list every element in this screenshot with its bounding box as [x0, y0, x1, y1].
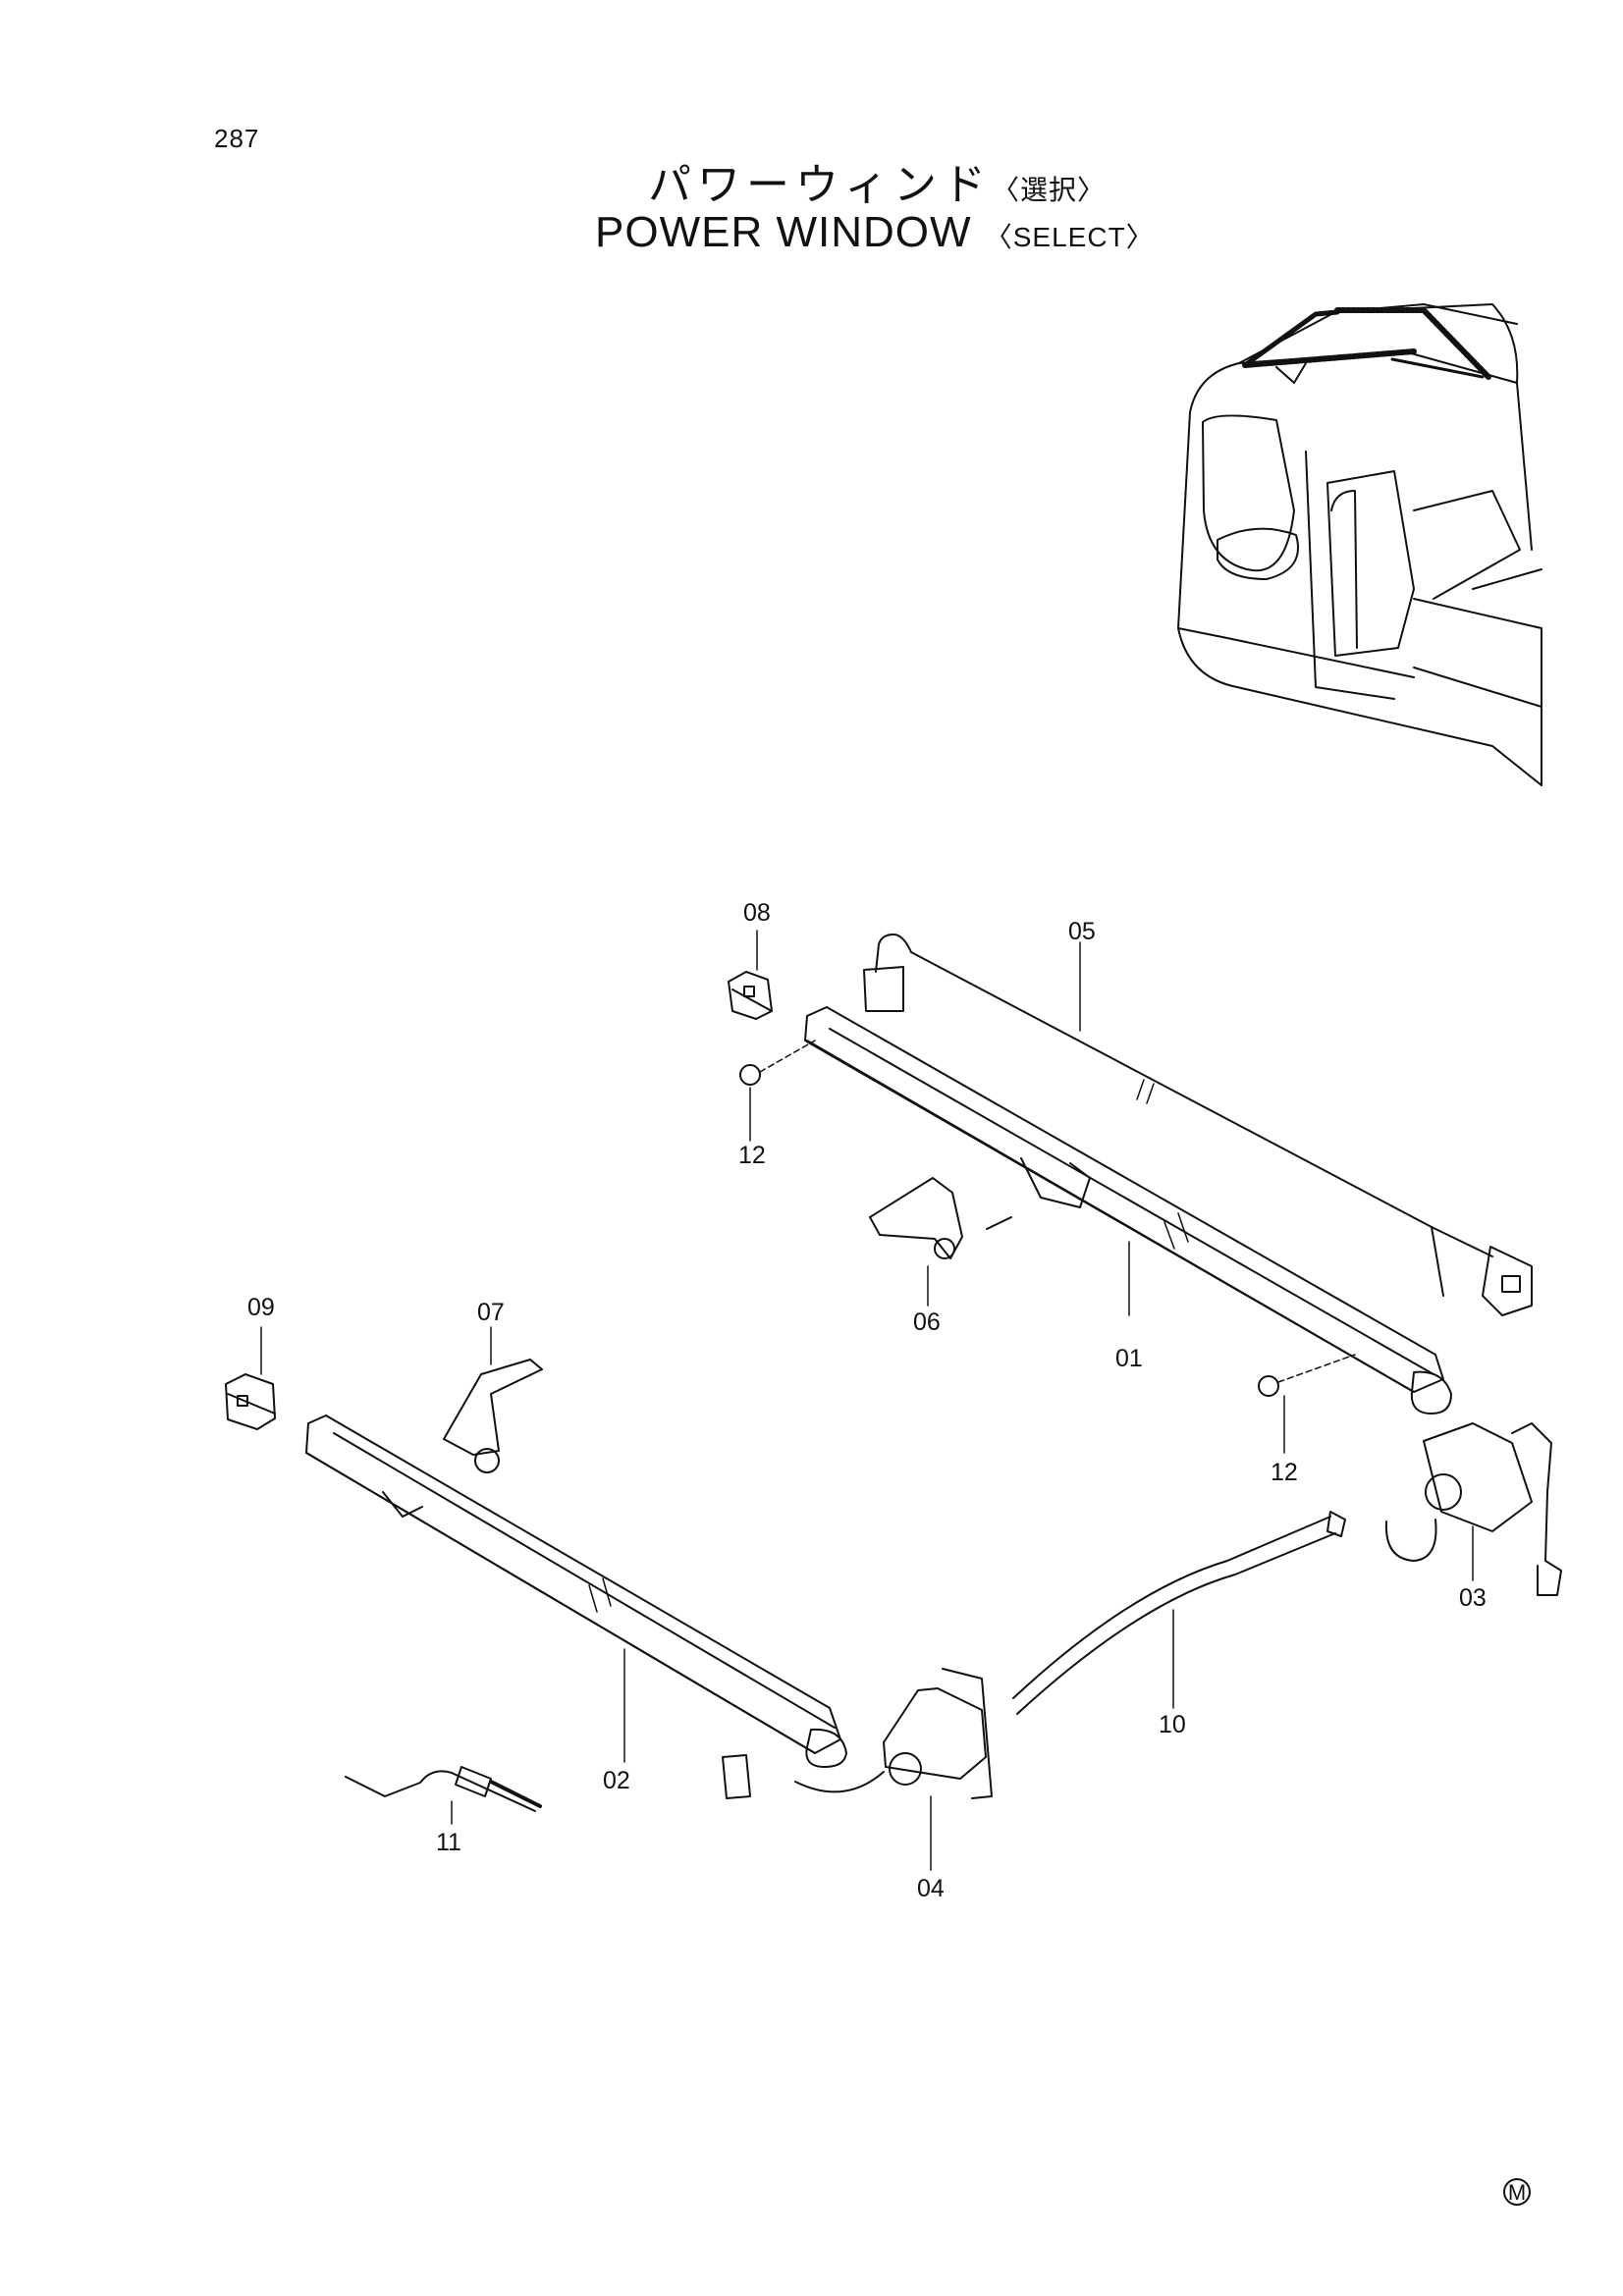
part-label: 11 — [436, 1829, 461, 1856]
title-english-select: 〈SELECT〉 — [984, 222, 1155, 252]
cab-overview-illustration — [1177, 303, 1542, 786]
part-02-rail — [305, 1415, 847, 1768]
part-11-handle — [345, 1766, 542, 1825]
title-japanese-text: パワーウィンド — [648, 160, 992, 210]
part-label: 01 — [1115, 1345, 1143, 1372]
part-04-drive-unit — [722, 1668, 993, 1871]
part-label: 07 — [477, 1299, 505, 1326]
part-labels: 08 05 12 06 01 09 07 12 03 10 02 11 04 — [247, 899, 1487, 1902]
title-english-text: POWER WINDOW — [595, 208, 972, 256]
part-label: 10 — [1159, 1711, 1186, 1738]
title-japanese-select: 〈選択〉 — [992, 174, 1107, 206]
title-english: POWER WINDOW 〈SELECT〉 — [595, 208, 1155, 257]
part-08-bracket — [728, 930, 773, 1020]
corner-mark: M — [1503, 2178, 1531, 2206]
title-japanese: パワーウィンド〈選択〉 — [648, 149, 1106, 212]
part-10-cable — [1012, 1511, 1346, 1715]
part-label: 08 — [743, 899, 771, 927]
part-05-harness — [863, 934, 1533, 1316]
part-label: 04 — [917, 1875, 945, 1902]
part-label: 03 — [1459, 1584, 1487, 1612]
part-07-bracket — [443, 1326, 543, 1473]
part-09-bracket — [225, 1326, 276, 1430]
part-label: 09 — [247, 1294, 275, 1321]
part-label: 02 — [603, 1767, 630, 1794]
part-label: 12 — [1271, 1459, 1298, 1486]
part-label: 05 — [1068, 918, 1096, 945]
part-12-screws — [739, 1040, 1356, 1454]
part-03-motor — [1384, 1422, 1562, 1596]
part-label: 06 — [913, 1308, 941, 1336]
part-06-bracket — [869, 1177, 1012, 1307]
part-label: 12 — [738, 1142, 766, 1169]
page-number: 287 — [214, 124, 260, 153]
part-01-rail — [804, 1006, 1452, 1415]
corner-mark-letter: M — [1508, 2180, 1526, 2205]
